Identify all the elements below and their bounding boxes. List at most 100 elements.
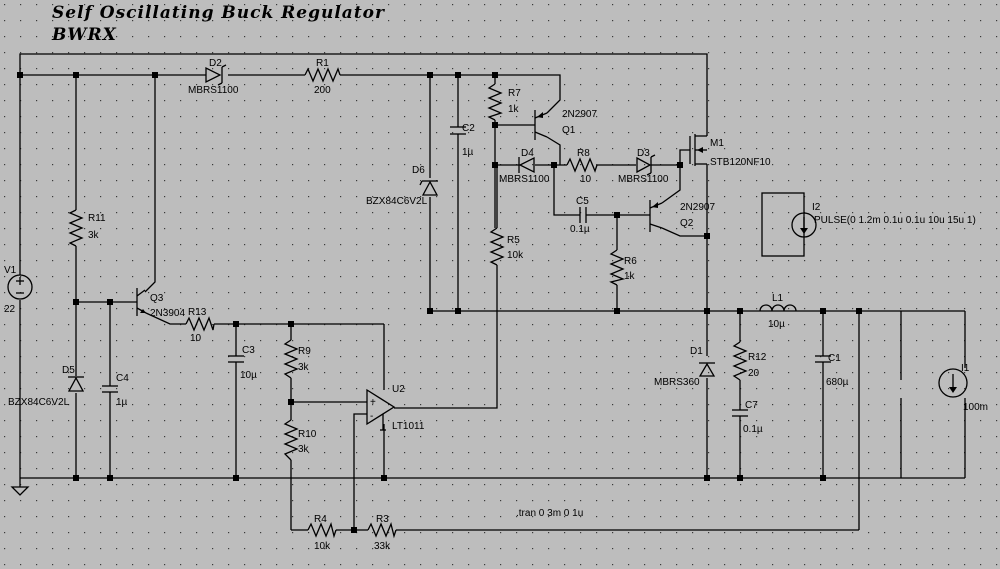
c7-value[interactable]: 0.1µ [743, 424, 763, 435]
r11-resistor-symbol [68, 209, 84, 247]
u2-name[interactable]: U2 [392, 384, 405, 395]
i1-value[interactable]: 100m [963, 402, 988, 413]
wires [19, 53, 966, 531]
d2-name[interactable]: D2 [209, 58, 222, 69]
r12-value[interactable]: 20 [748, 368, 760, 379]
d2-diode-symbol [205, 64, 227, 86]
schematic-subtitle: BWRX [51, 25, 117, 45]
r12-name[interactable]: R12 [748, 352, 767, 363]
ground-icon [10, 486, 30, 496]
q2-pnp-transistor-symbol [649, 200, 663, 232]
d5-name[interactable]: D5 [62, 365, 75, 376]
d6-value[interactable]: BZX84C6V2L [366, 196, 428, 207]
v1-name[interactable]: V1 [4, 265, 17, 276]
r10-resistor-symbol [283, 419, 299, 461]
r13-name[interactable]: R13 [188, 307, 207, 318]
r9-resistor-symbol [283, 339, 299, 379]
r7-value[interactable]: 1k [508, 104, 520, 115]
r7-name[interactable]: R7 [508, 88, 521, 99]
r4-value[interactable]: 10k [314, 541, 331, 552]
r9-name[interactable]: R9 [298, 346, 311, 357]
d3-diode-symbol [636, 154, 656, 176]
m1-name[interactable]: M1 [710, 138, 724, 149]
r13-value[interactable]: 10 [190, 333, 202, 344]
c5-name[interactable]: C5 [576, 196, 589, 207]
c5-value[interactable]: 0.1µ [570, 224, 590, 235]
c7-name[interactable]: C7 [745, 400, 758, 411]
r8-name[interactable]: R8 [577, 148, 590, 159]
r11-value[interactable]: 3k [88, 230, 100, 241]
d3-value[interactable]: MBRS1100 [618, 174, 669, 185]
m1-mosfet-symbol [689, 134, 707, 166]
r5-value[interactable]: 10k [507, 250, 524, 261]
c3-name[interactable]: C3 [242, 345, 255, 356]
c4-name[interactable]: C4 [116, 373, 129, 384]
r1-name[interactable]: R1 [316, 58, 329, 69]
d4-value[interactable]: MBRS1100 [499, 174, 550, 185]
d6-zener-symbol [419, 180, 439, 196]
d4-name[interactable]: D4 [521, 148, 534, 159]
r5-name[interactable]: R5 [507, 235, 520, 246]
l1-name[interactable]: L1 [772, 293, 784, 304]
junction-dots [17, 72, 862, 533]
c1-capacitor-symbol [815, 355, 831, 363]
c2-name[interactable]: C2 [462, 123, 475, 134]
m1-value[interactable]: STB120NF10 [710, 157, 771, 168]
r8-resistor-symbol [566, 157, 598, 173]
i1-name[interactable]: I1 [961, 363, 970, 374]
q2-value[interactable]: 2N2907 [680, 202, 715, 213]
d3-name[interactable]: D3 [637, 148, 650, 159]
c7-capacitor-symbol [732, 409, 748, 417]
r5-resistor-symbol [489, 227, 505, 266]
c1-value[interactable]: 680µ [826, 377, 849, 388]
r10-value[interactable]: 3k [298, 444, 310, 455]
d1-name[interactable]: D1 [690, 346, 703, 357]
r3-value[interactable]: 33k [374, 541, 391, 552]
c4-value[interactable]: 1µ [116, 397, 128, 408]
r9-value[interactable]: 3k [298, 362, 310, 373]
u2-comparator-symbol: + - [366, 388, 396, 431]
q1-name[interactable]: Q1 [562, 125, 576, 136]
r12-resistor-symbol [732, 341, 748, 381]
r4-resistor-symbol [307, 521, 337, 539]
i1-current-source-symbol [938, 368, 968, 398]
r4-name[interactable]: R4 [314, 514, 327, 525]
r1-value[interactable]: 200 [314, 85, 331, 96]
q1-pnp-transistor-symbol [534, 110, 548, 140]
c5-capacitor-symbol [579, 207, 587, 223]
r6-value[interactable]: 1k [624, 271, 636, 282]
q3-name[interactable]: Q3 [150, 293, 164, 304]
c3-capacitor-symbol [228, 355, 244, 363]
component-labels: V1 22 D2 MBRS1100 R1 200 R11 3k Q3 2N390… [4, 58, 988, 552]
d6-name[interactable]: D6 [412, 165, 425, 176]
q1-value[interactable]: 2N2907 [562, 109, 597, 120]
c1-name[interactable]: C1 [828, 353, 841, 364]
i2-name[interactable]: I2 [812, 202, 821, 213]
schematic-title: Self Oscillating Buck Regulator [52, 3, 385, 23]
r8-value[interactable]: 10 [580, 174, 592, 185]
l1-value[interactable]: 10µ [768, 319, 785, 330]
q2-name[interactable]: Q2 [680, 218, 694, 229]
r11-name[interactable]: R11 [88, 213, 106, 224]
d5-zener-symbol [67, 376, 85, 392]
d1-schottky-symbol [698, 362, 716, 377]
v1-value[interactable]: 22 [4, 304, 16, 315]
r6-name[interactable]: R6 [624, 256, 637, 267]
c4-capacitor-symbol [102, 385, 118, 393]
d1-value[interactable]: MBRS360 [654, 377, 700, 388]
q3-value[interactable]: 2N3904 [150, 308, 185, 319]
svg-text:-: - [370, 411, 373, 422]
d5-value[interactable]: BZX84C6V2L [8, 397, 70, 408]
q3-npn-transistor-symbol [136, 288, 147, 316]
spice-directive[interactable]: .tran 0 3m 0 1u [516, 508, 583, 519]
v1-voltage-source-symbol [7, 274, 33, 300]
r3-name[interactable]: R3 [376, 514, 389, 525]
i2-value[interactable]: PULSE(0 1.2m 0.1u 0.1u 10u 15u 1) [814, 215, 976, 226]
c2-value[interactable]: 1µ [462, 147, 474, 158]
u2-value[interactable]: LT1011 [392, 421, 425, 432]
c3-value[interactable]: 10µ [240, 370, 257, 381]
d2-value[interactable]: MBRS1100 [188, 85, 239, 96]
r10-name[interactable]: R10 [298, 429, 317, 440]
